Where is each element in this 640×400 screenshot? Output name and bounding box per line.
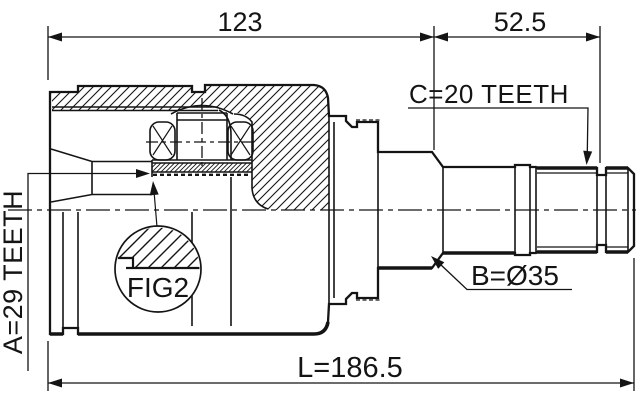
dim123-lines xyxy=(47,26,435,150)
dim123-arrow-left xyxy=(48,32,62,42)
inner-race-outline xyxy=(151,159,253,177)
cage-window-right-cross xyxy=(230,125,251,156)
cage-band xyxy=(176,112,228,160)
labelB-leader xyxy=(439,263,572,291)
labelA-leader xyxy=(27,172,138,371)
fig2-label: FIG2 xyxy=(127,272,189,303)
labelC-text: C=20 TEETH xyxy=(409,79,569,109)
dimL-arrow-left xyxy=(48,378,62,388)
labelA-text: A=29 TEETH xyxy=(0,190,28,354)
fig2-groove-profile xyxy=(116,256,200,270)
dim525-value: 52.5 xyxy=(494,7,547,37)
bore-funnel xyxy=(50,148,152,203)
dimension-overall-length: L=186.5 xyxy=(47,258,635,391)
cavity-channel xyxy=(218,109,269,210)
fig2-leader-arrow xyxy=(149,181,159,196)
part-outline xyxy=(48,83,636,336)
labelA-arrow xyxy=(136,169,150,178)
shaft-step-lines xyxy=(377,152,629,268)
housing-right-face-lines xyxy=(328,116,335,304)
fig2-detail: FIG2 xyxy=(114,181,202,313)
label-outer-spline: C=20 TEETH xyxy=(408,79,593,165)
labelB-arrow xyxy=(431,256,445,269)
cage-window-left-cross xyxy=(152,125,173,156)
dimL-lines xyxy=(47,258,635,391)
labelC-leader xyxy=(408,107,589,153)
label-inner-spline: A=29 TEETH xyxy=(0,169,150,371)
dim525-arrow-left xyxy=(434,32,448,42)
spline-root-lines xyxy=(537,172,628,248)
dimension-spline-section-width: 52.5 xyxy=(434,7,601,163)
dimL-value: L=186.5 xyxy=(297,352,403,384)
dim123-arrow-right xyxy=(420,32,434,42)
fig2-leader-line xyxy=(153,190,158,228)
dim525-lines xyxy=(434,26,601,163)
interior-lines xyxy=(50,106,629,328)
labelC-arrow xyxy=(583,150,593,165)
inner-race-hatch xyxy=(152,163,252,172)
dimension-housing-width: 123 xyxy=(47,7,435,150)
housing-lower-edge-lines xyxy=(62,177,232,328)
dim123-value: 123 xyxy=(217,7,262,37)
damper-ring-hidden-lines xyxy=(356,119,380,301)
bearing-assembly xyxy=(149,104,254,177)
ball-track-arc xyxy=(170,104,234,115)
heavy-edges xyxy=(50,166,628,336)
dim525-arrow-right xyxy=(586,32,600,42)
dimL-arrow-right xyxy=(620,378,634,388)
label-shaft-diameter: B=Ø35 xyxy=(431,256,572,291)
housing-wall-hatch xyxy=(50,85,329,210)
housing-section-hatch xyxy=(50,85,329,210)
labelB-text: B=Ø35 xyxy=(471,260,559,291)
